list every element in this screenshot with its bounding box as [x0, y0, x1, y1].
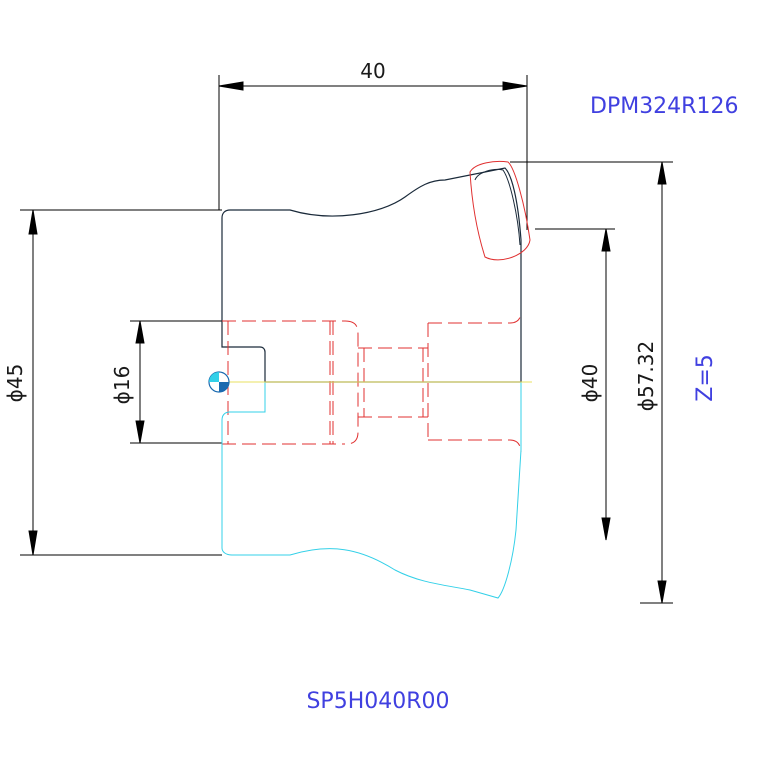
length-dimension — [218, 75, 528, 230]
bore-arrow-bottom — [135, 420, 145, 444]
reference-diameter-label: ϕ40 — [578, 364, 602, 403]
cutting-insert — [469, 160, 531, 261]
hidden-front-recess-bottom — [428, 439, 522, 453]
reference-arrow-top — [601, 228, 611, 252]
teeth-count-label: Z=5 — [693, 354, 718, 402]
hidden-front-recess — [428, 311, 522, 324]
hidden-counterbore — [344, 320, 359, 445]
shank-arrow-bottom — [28, 530, 38, 556]
body-code-label: SP5H040R00 — [306, 689, 449, 714]
shank-diameter-dimension — [20, 209, 222, 556]
bore-diameter-dimension — [130, 320, 222, 444]
cutter-body-outline — [221, 167, 522, 383]
length-arrow-right — [502, 81, 528, 91]
bore-diameter-label: ϕ16 — [110, 366, 134, 405]
bore-arrow-top — [135, 320, 145, 344]
origin-marker — [208, 371, 230, 393]
insert-seat — [474, 169, 521, 246]
length-dimension-label: 40 — [360, 59, 385, 83]
shank-arrow-top — [28, 209, 38, 235]
reference-diameter-dimension — [535, 228, 615, 541]
shank-diameter-label: ϕ45 — [3, 364, 27, 403]
insert-code-label: DPM324R126 — [590, 94, 738, 119]
cutting-diameter-label: ϕ57.32 — [634, 341, 658, 411]
length-arrow-left — [218, 81, 244, 91]
cutting-diameter-dimension — [510, 161, 673, 604]
cutting-arrow-top — [657, 161, 667, 185]
origin-quadrant-tl — [209, 372, 219, 382]
origin-quadrant-br — [219, 382, 229, 392]
mirror-body-outline — [221, 382, 522, 599]
cutting-arrow-bottom — [657, 580, 667, 604]
reference-arrow-bottom — [601, 517, 611, 541]
